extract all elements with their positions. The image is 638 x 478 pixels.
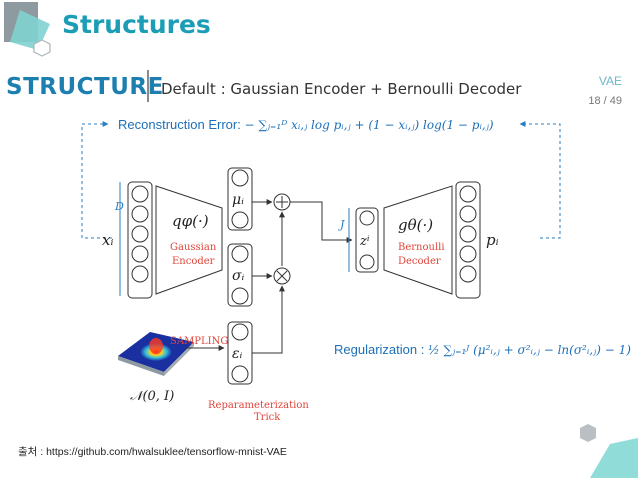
J-label: J: [338, 218, 345, 231]
surface-peak-top: [149, 338, 163, 354]
surface-edge: [118, 356, 164, 376]
z-column: [355, 207, 379, 273]
slide-title: Structures: [62, 10, 211, 39]
output-node: [459, 225, 477, 243]
corner-logo: [4, 2, 51, 57]
encoder-name-1: Gaussian: [170, 242, 217, 253]
bottom-teal-shape: [590, 438, 638, 478]
epsilon-node: [231, 323, 249, 341]
mu-node: [231, 169, 249, 187]
reconstruction-equation: Reconstruction Error: − ∑ⱼ₌₁ᴰ xᵢ,ⱼ log p…: [118, 117, 494, 132]
sigma-column: [227, 243, 253, 307]
recon-dashed-left: [81, 121, 112, 239]
decoder-fn: gθ(·): [398, 216, 433, 234]
corner-deco-bottom: [580, 424, 638, 478]
recon-label: Reconstruction Error:: [118, 117, 241, 132]
regularization-equation: Regularization : ½ ∑ⱼ₌₁ᴶ (μ²ᵢ,ⱼ + σ²ᵢ,ⱼ …: [334, 342, 631, 357]
reg-label: Regularization :: [334, 342, 425, 357]
mu-node: [231, 211, 249, 229]
eps-to-times-arrow: [252, 285, 285, 354]
output-column: [455, 181, 481, 299]
corner-hexagon: [33, 39, 51, 57]
output-node: [459, 185, 477, 203]
z-node: [359, 254, 375, 270]
reg-formula: ½ ∑ⱼ₌₁ᴶ (μ²ᵢ,ⱼ + σ²ᵢ,ⱼ − ln(σ²ᵢ,ⱼ) − 1): [427, 343, 631, 357]
output-node: [459, 205, 477, 223]
trick-label-2: Trick: [254, 412, 281, 423]
encoder-block: [155, 185, 223, 295]
section-label: STRUCTURE: [6, 74, 164, 100]
header-divider: [147, 70, 149, 102]
sigma-label: σᵢ: [232, 268, 245, 284]
sigma-node: [231, 245, 249, 263]
D-label: D: [114, 200, 124, 213]
decoder-name-2: Decoder: [398, 256, 441, 267]
mu-label: μᵢ: [232, 192, 244, 208]
bottom-gray-hexagon: [580, 424, 596, 442]
surface-edge: [164, 342, 194, 376]
sampling-label: SAMPLING: [170, 336, 228, 347]
decoder-block: [383, 185, 453, 295]
input-node: [131, 185, 149, 203]
sigma-node: [231, 287, 249, 305]
vae-diagram: D xᵢ qφ(·) Gaussian Encoder μᵢ σᵢ εᵢ zⁱ …: [81, 121, 561, 423]
recon-dashed-right: [519, 121, 561, 239]
slide-subtitle: Default : Gaussian Encoder + Bernoulli D…: [161, 80, 522, 98]
trick-label-1: Reparameterization: [208, 400, 309, 411]
input-node: [131, 265, 149, 283]
output-node: [459, 265, 477, 283]
source-citation: 출처 : https://github.com/hwalsuklee/tenso…: [18, 446, 287, 458]
encoder-name-2: Encoder: [172, 256, 215, 267]
input-column: [127, 181, 153, 299]
encoder-fn: qφ(·): [172, 212, 209, 230]
gaussian-surface-image: [118, 332, 194, 376]
output-node: [459, 245, 477, 263]
z-node: [359, 210, 375, 226]
recon-formula: − ∑ⱼ₌₁ᴰ xᵢ,ⱼ log pᵢ,ⱼ + (1 − xᵢ,ⱼ) log(1…: [244, 118, 494, 132]
z-label: zⁱ: [359, 234, 370, 249]
input-node: [131, 245, 149, 263]
x-label: xᵢ: [102, 231, 113, 249]
normal-dist-label: 𝒩(0, I): [130, 389, 174, 404]
page-number: 18 / 49: [588, 95, 622, 107]
p-label: pᵢ: [486, 231, 499, 249]
epsilon-label: εᵢ: [232, 346, 243, 362]
input-node: [131, 205, 149, 223]
epsilon-node: [231, 365, 249, 383]
plus-to-z-arrow: [290, 201, 353, 243]
corner-teal-shape: [10, 10, 50, 50]
mu-column: [227, 167, 253, 231]
topic-label: VAE: [598, 74, 622, 88]
input-node: [131, 225, 149, 243]
decoder-name-1: Bernoulli: [398, 242, 445, 253]
